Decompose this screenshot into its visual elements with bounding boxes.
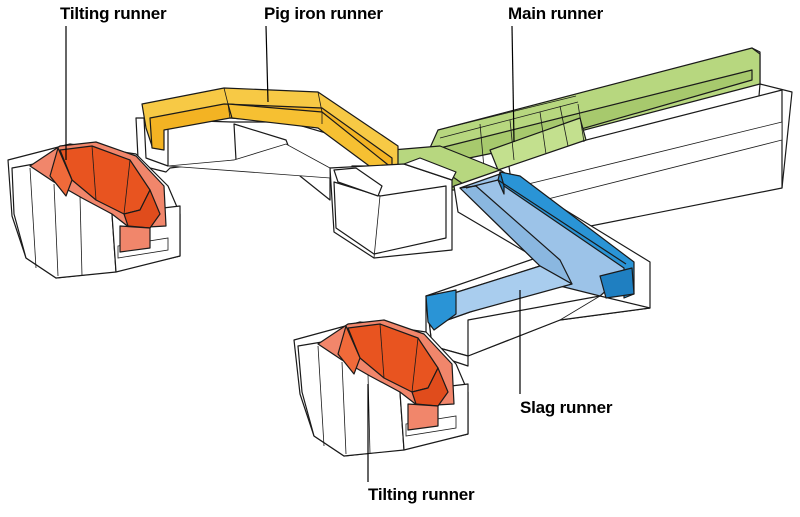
tilting-runner-top-label: Tilting runner (60, 4, 167, 23)
leader-main (511, 25, 515, 143)
tilting-runner-bottom (293, 319, 469, 457)
leader-pig-iron (265, 25, 269, 103)
main-runner-label: Main runner (508, 4, 604, 23)
tilting-runner-bottom-label: Tilting runner (368, 485, 475, 504)
slag-runner (425, 169, 651, 367)
pig-iron-runner-label: Pig iron runner (264, 4, 383, 23)
slag-runner-label: Slag runner (520, 398, 613, 417)
tilting-runner-top (7, 141, 181, 279)
junction-block (329, 157, 457, 259)
